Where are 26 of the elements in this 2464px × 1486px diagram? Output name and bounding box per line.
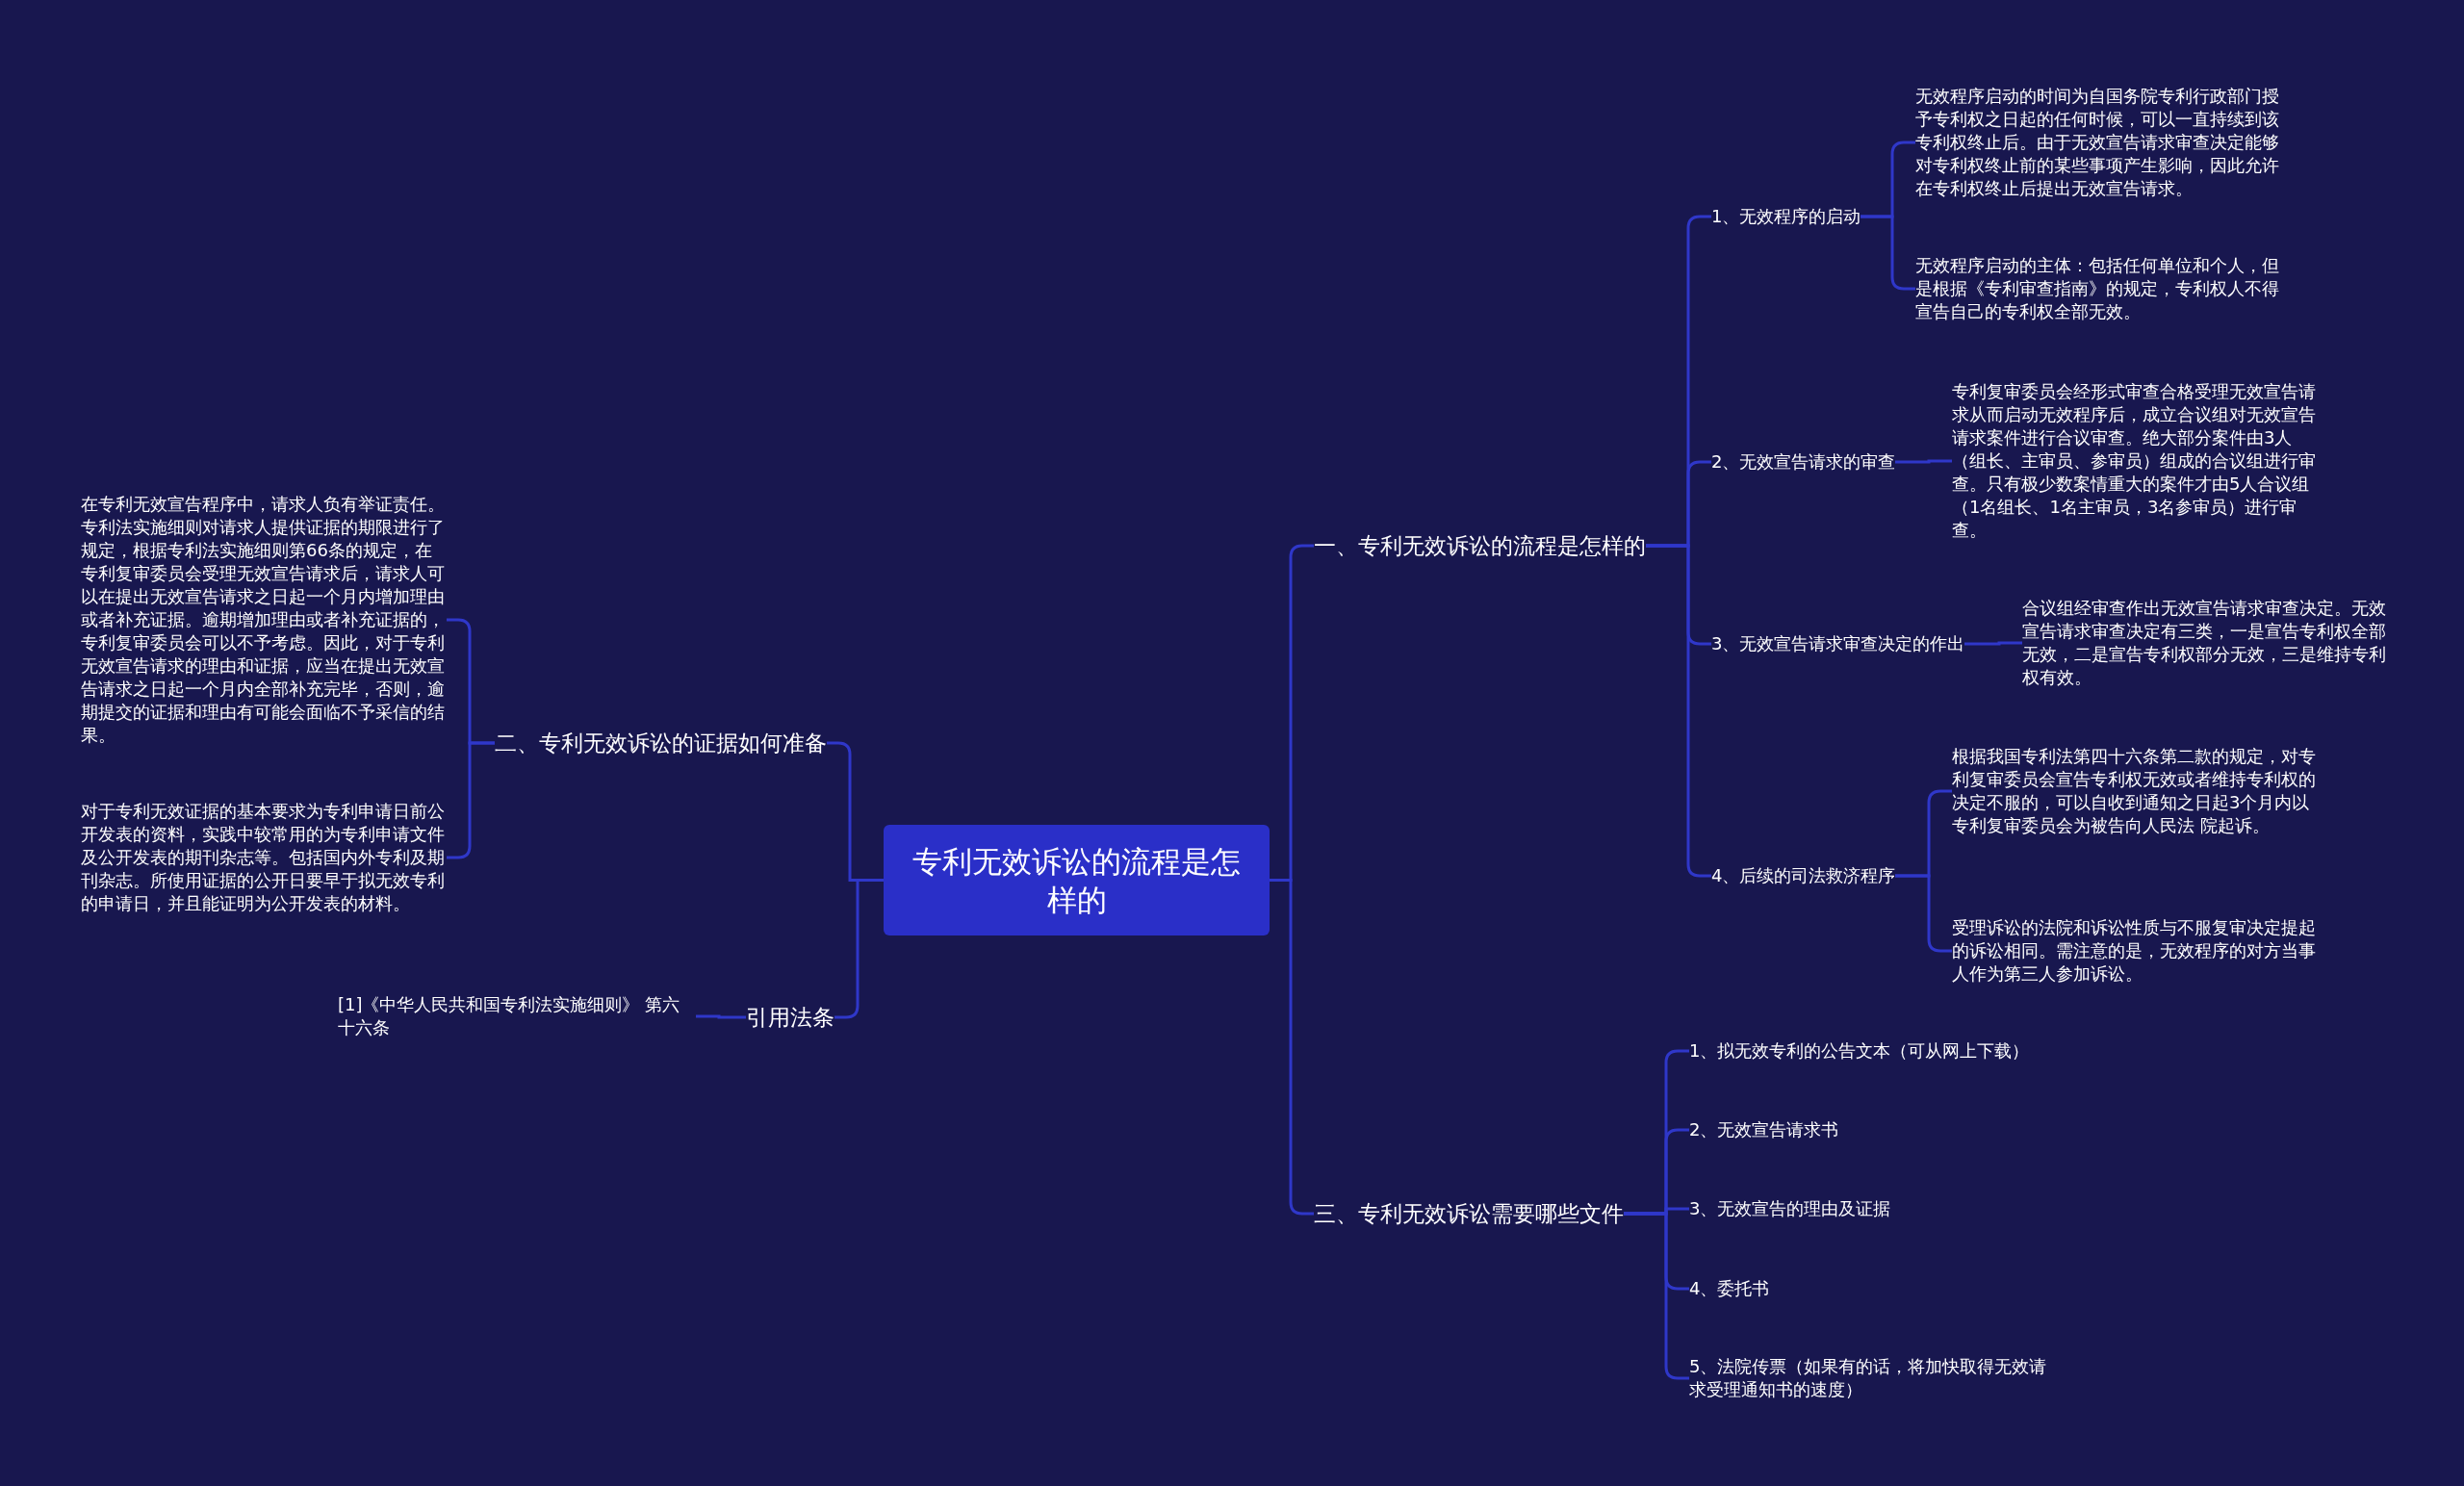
subtopic-label: 4、后续的司法救济程序 [1711,864,1896,887]
connector-line [1895,459,1952,464]
branch-topic: 引用法条 [746,1001,834,1034]
branch-topic: 三、专利无效诉讼需要哪些文件 [1314,1197,1624,1230]
subtopic-label: 1、无效程序的启动 [1711,205,1861,228]
note-text: [1]《中华人民共和国专利法实施细则》 第六十六条 [338,993,696,1039]
branch-topic: 一、专利无效诉讼的流程是怎样的 [1314,529,1646,562]
note-text: 无效程序启动的时间为自国务院专利行政部门授予专利权之日起的任何时候，可以一直持续到该专利权终止后。由于无效宣告请求审查决定能够对专利权终止前的某些事项产生影响，因此允许在专利权终止后提出无效宣告请求。 [1915,85,2281,200]
note-text: 合议组经审查作出无效宣告请求审查决定。无效宣告请求审查决定有三类，一是宣告专利权全部无效，二是宣告专利权部分无效，三是维持专利权有效。 [2022,597,2388,689]
subtopic-label: 2、无效宣告请求的审查 [1711,450,1896,474]
subtopic-label: 3、无效宣告请求审查决定的作出 [1711,632,1965,655]
note-text: 5、法院传票（如果有的话，将加快取得无效请求受理通知书的速度） [1689,1355,2047,1401]
root-topic-box: 专利无效诉讼的流程是怎样的 [884,825,1270,935]
connector-line [696,1014,746,1019]
subtopic-label: 4、委托书 [1689,1277,1770,1300]
note-text: 受理诉讼的法院和诉讼性质与不服复审决定提起的诉讼相同。需注意的是，无效程序的对方当事人作为第三人参加诉讼。 [1952,916,2318,986]
note-text: 在专利无效宣告程序中，请求人负有举证责任。专利法实施细则对请求人提供证据的期限进行了规定，根据专利法实施细则第66条的规定，在专利复审委员会受理无效宣告请求后，请求人可以在提出无效宣告请求之日起一个月内增加理由或者补充证据。逾期增加理由或者补充证据的，专利复审委员会可以不予考虑。因此，对于专利无效宣告请求的理由和证据，应当在提出无效宣告请求之日起一个月内全部补充完毕，否则，逾期提交的证据和理由有可能会面临不予采信的结果。 [81,493,447,747]
subtopic-label: 1、拟无效专利的公告文本（可从网上下载） [1689,1039,2030,1063]
connector-line [1964,641,2022,646]
branch-topic: 二、专利无效诉讼的证据如何准备 [495,727,827,759]
subtopic-label: 3、无效宣告的理由及证据 [1689,1197,1891,1220]
note-text: 无效程序启动的主体：包括任何单位和个人，但是根据《专利审查指南》的规定，专利权人不得宣告自己的专利权全部无效。 [1915,254,2281,323]
note-text: 专利复审委员会经形式审查合格受理无效宣告请求从而启动无效程序后，成立合议组对无效宣告请求案件进行合议审查。绝大部分案件由3人（组长、主审员、参审员）组成的合议组进行审查。只有极少数案情重大的案件才由5人合议组（1名组长、1名主审员，3名参审员）进行审查。 [1952,380,2318,542]
note-text: 对于专利无效证据的基本要求为专利申请日前公开发表的资料，实践中较常用的为专利申请文件及公开发表的期刊杂志等。包括国内外专利及期刊杂志。所使用证据的公开日要早于拟无效专利的申请日，并且能证明为公开发表的材料。 [81,800,447,915]
note-text: 根据我国专利法第四十六条第二款的规定，对专利复审委员会宣告专利权无效或者维持专利权的决定不服的，可以自收到通知之日起3个月内以专利复审委员会为被告向人民法 院起诉。 [1952,745,2318,837]
subtopic-label: 2、无效宣告请求书 [1689,1118,1839,1141]
